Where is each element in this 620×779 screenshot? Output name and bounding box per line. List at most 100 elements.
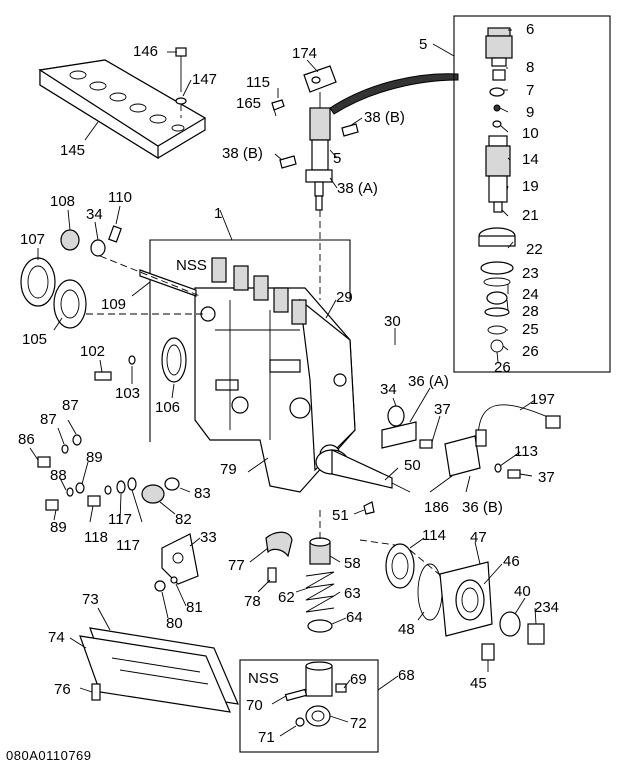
callout-145: 145 (60, 142, 85, 159)
callout-87-b: 87 (62, 397, 79, 414)
callout-62: 62 (278, 589, 295, 606)
callout-38b-right: 38 (B) (364, 109, 405, 126)
gear-108 (60, 229, 80, 251)
callout-82: 82 (175, 511, 192, 528)
sensor-cable-197 (477, 404, 551, 441)
callout-40: 40 (514, 583, 531, 600)
callout-74: 74 (48, 629, 65, 646)
rod-109 (139, 269, 197, 297)
callout-109: 109 (101, 296, 126, 313)
callout-102: 102 (80, 343, 105, 360)
nut-80 (154, 580, 166, 592)
callout-83: 83 (194, 485, 211, 502)
callout-89-a: 89 (86, 449, 103, 466)
leader-lines (29, 29, 537, 737)
bolt-45 (481, 643, 495, 661)
oring-48 (417, 563, 443, 621)
callout-79: 79 (220, 461, 237, 478)
bearing-105 (53, 279, 87, 329)
bolt-76 (91, 683, 101, 701)
callout-81: 81 (186, 599, 203, 616)
callout-26-b: 26 (494, 359, 511, 376)
bolt-88 (45, 499, 59, 511)
callout-174: 174 (292, 45, 317, 62)
callout-46: 46 (503, 553, 520, 570)
callout-186: 186 (424, 499, 449, 516)
callout-146: 146 (133, 43, 158, 60)
clip-38b-left (279, 155, 297, 169)
callout-38a: 38 (A) (337, 180, 378, 197)
callout-86: 86 (18, 431, 35, 448)
callout-29: 29 (336, 289, 353, 306)
callout-105: 105 (22, 331, 47, 348)
injector-detail-box (453, 15, 611, 373)
callout-37-upper: 37 (434, 401, 451, 418)
callout-26-a: 26 (522, 343, 539, 360)
plunger-stack (305, 510, 335, 633)
bracket-36a (381, 421, 417, 449)
callout-34-left: 34 (86, 206, 103, 223)
callout-25: 25 (522, 321, 539, 338)
callout-78: 78 (244, 593, 261, 610)
cover-106 (161, 337, 187, 383)
callout-48: 48 (398, 621, 415, 638)
callout-1: 1 (214, 205, 222, 222)
callout-234: 234 (534, 599, 559, 616)
bolt-78 (267, 567, 277, 583)
callout-50: 50 (404, 457, 421, 474)
bolt-146 (175, 47, 187, 92)
tappet-detail-box-68 (239, 659, 379, 753)
callout-69: 69 (350, 671, 367, 688)
housing-box-1 (149, 239, 351, 442)
callout-7: 7 (526, 82, 534, 99)
callout-8: 8 (526, 59, 534, 76)
callout-33: 33 (200, 529, 217, 546)
callout-21: 21 (522, 207, 539, 224)
callout-63: 63 (344, 585, 361, 602)
callout-106: 106 (155, 399, 180, 416)
callout-64: 64 (346, 609, 363, 626)
bolt-118 (87, 495, 101, 507)
callout-108: 108 (50, 193, 75, 210)
callout-87-a: 87 (40, 411, 57, 428)
callout-77: 77 (228, 557, 245, 574)
callout-24: 24 (522, 286, 539, 303)
nozzle-holder-5-top (303, 65, 337, 211)
plate-33 (161, 533, 199, 585)
callout-10: 10 (522, 125, 539, 142)
callout-117-a: 117 (108, 511, 132, 528)
callout-labels: 146 147 145 174 115 165 38 (B) 38 (B) 5 … (18, 21, 559, 746)
camshaft-50 (315, 449, 411, 493)
callout-22: 22 (526, 241, 543, 258)
callout-115: 115 (246, 74, 270, 91)
injector-stack (478, 27, 516, 353)
callout-58: 58 (344, 555, 361, 572)
ring-40 (499, 611, 521, 637)
callout-51: 51 (332, 507, 349, 524)
callout-36a: 36 (A) (408, 373, 449, 390)
callout-89-b: 89 (50, 519, 67, 536)
callout-30: 30 (384, 313, 401, 330)
clamp-77 (265, 531, 293, 558)
flange-46 (455, 579, 485, 621)
key-51 (363, 501, 375, 515)
washer-147 (175, 97, 187, 105)
callout-6: 6 (526, 21, 534, 38)
callout-68: 68 (398, 667, 415, 684)
sensor-197 (545, 415, 561, 429)
callout-nss-top: NSS (176, 257, 207, 274)
callout-73: 73 (82, 591, 99, 608)
callout-107: 107 (20, 231, 45, 248)
callout-197: 197 (530, 391, 555, 408)
callout-45: 45 (470, 675, 487, 692)
callout-37-lower: 37 (538, 469, 555, 486)
bolt-37-upper (419, 439, 433, 449)
callout-88: 88 (50, 467, 67, 484)
plug-82 (141, 484, 165, 504)
callout-38b-left: 38 (B) (222, 145, 263, 162)
callout-76: 76 (54, 681, 71, 698)
callout-34-right: 34 (380, 381, 397, 398)
callout-36b: 36 (B) (462, 499, 503, 516)
callout-117-b: 117 (116, 537, 140, 554)
